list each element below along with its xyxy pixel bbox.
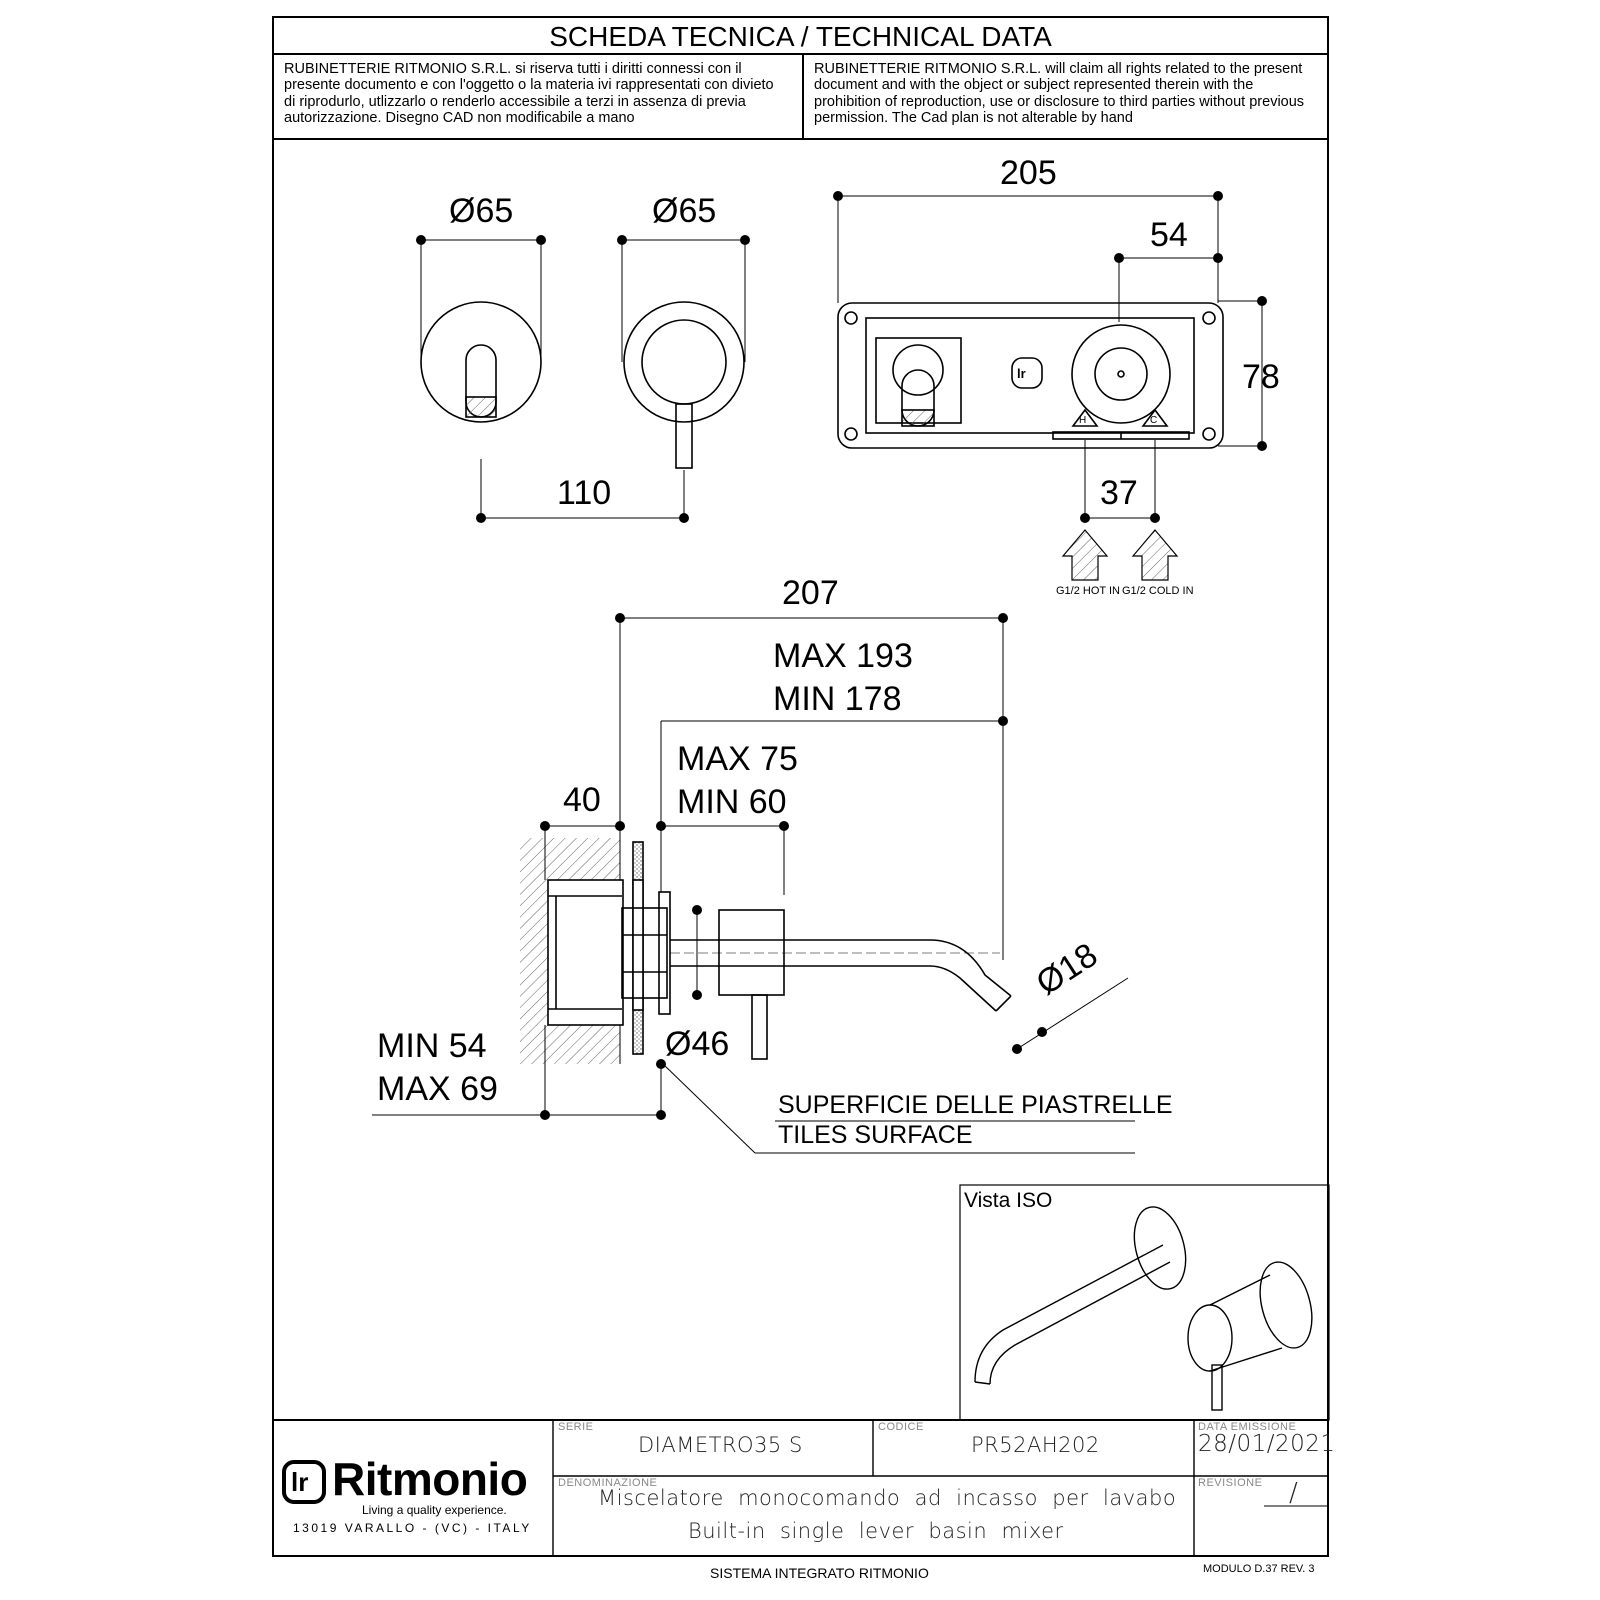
notice-en-line: document and with the object or subject … xyxy=(814,77,1254,94)
built-in-box xyxy=(837,302,1224,449)
dim-spout-length: 207 xyxy=(782,574,839,612)
dim-flange-diameter: Ø46 xyxy=(665,1025,729,1063)
notice-divider xyxy=(802,53,804,139)
dim-box-inner: 54 xyxy=(1150,216,1188,254)
denominazione-en: Built-in single lever basin mixer xyxy=(688,1519,1064,1543)
footer-module: MODULO D.37 REV. 3 xyxy=(1203,1563,1315,1575)
hot-inlet-label: G1/2 HOT IN xyxy=(1056,585,1120,597)
notice-english: RUBINETTERIE RITMONIO S.R.L. will claim … xyxy=(814,61,1324,127)
dim-spout-lever-spacing: 110 xyxy=(557,474,611,512)
dim-embed-max: MAX 69 xyxy=(377,1070,498,1108)
footer-system: SISTEMA INTEGRATO RITMONIO xyxy=(710,1565,929,1581)
iso-spout xyxy=(974,1206,1187,1385)
notice-it-line: di riprodurlo, utlizzarlo o renderlo acc… xyxy=(284,93,746,110)
iso-lever xyxy=(1187,1261,1313,1411)
dim-projection-max: MAX 193 xyxy=(773,637,913,675)
revisione-value: / xyxy=(1289,1478,1299,1508)
lever-front-view xyxy=(623,301,745,469)
dimension-dots xyxy=(416,191,1267,1120)
revisione-label: REVISIONE xyxy=(1198,1477,1263,1489)
tiles-label-en: TILES SURFACE xyxy=(778,1121,973,1149)
dim-box-width: 205 xyxy=(1000,154,1057,192)
dim-spout-diameter: Ø65 xyxy=(449,192,513,230)
codice-value: PR52AH202 xyxy=(971,1433,1100,1457)
sheet-title: SCHEDA TECNICA / TECHNICAL DATA xyxy=(549,21,1052,52)
header-divider xyxy=(272,53,1329,55)
dim-projection-min: MIN 178 xyxy=(773,680,902,718)
dim-lever-max: MAX 75 xyxy=(677,740,798,778)
data-emissione-value: 28/01/2021 xyxy=(1198,1431,1336,1457)
iso-view-label: Vista ISO xyxy=(964,1189,1052,1212)
notice-italian: RUBINETTERIE RITMONIO S.R.L. si riserva … xyxy=(284,61,794,127)
dim-box-height: 78 xyxy=(1242,358,1280,396)
spout-front-view xyxy=(420,301,542,423)
dim-box-depth: 40 xyxy=(563,781,601,819)
data-emissione-label: DATA EMISSIONE xyxy=(1198,1421,1297,1433)
denominazione-it: Miscelatore monocomando ad incasso per l… xyxy=(598,1486,1177,1510)
dim-embed-min: MIN 54 xyxy=(377,1027,487,1065)
notice-bottom-divider xyxy=(272,138,1329,140)
codice-label: CODICE xyxy=(878,1421,924,1433)
dim-lever-min: MIN 60 xyxy=(677,783,787,821)
notice-en-line: prohibition of reproduction, use or disc… xyxy=(814,93,1305,110)
hot-inlet-arrow xyxy=(1061,529,1109,581)
cold-mark: C xyxy=(1150,415,1157,426)
brand-address: 13019 VARALLO - (VC) - ITALY xyxy=(293,1521,532,1535)
box-logo-mark: lr xyxy=(1017,366,1026,381)
dim-inlet-spacing: 37 xyxy=(1100,474,1138,512)
cold-inlet-arrow xyxy=(1131,529,1179,581)
notice-en-line: RUBINETTERIE RITMONIO S.R.L. will claim … xyxy=(814,61,1303,77)
logo-mark-text: lr xyxy=(291,1467,309,1497)
cold-inlet-label: G1/2 COLD IN xyxy=(1122,585,1194,597)
dim-outlet-diameter: Ø18 xyxy=(1030,936,1105,1003)
notice-it-line: presente documento e con l'oggetto o la … xyxy=(284,77,774,94)
brand-tagline: Living a quality experience. xyxy=(362,1503,507,1517)
denominazione-label: DENOMINAZIONE xyxy=(558,1477,658,1489)
notice-it-line: autorizzazione. Disegno CAD non modifica… xyxy=(284,110,635,127)
notice-en-line: permission. The Cad plan is not alterabl… xyxy=(814,110,1133,127)
serie-value: DIAMETRO35 S xyxy=(638,1433,803,1457)
dim-lever-diameter: Ø65 xyxy=(652,192,716,230)
brand-name: Ritmonio xyxy=(332,1453,528,1505)
sheet-frame xyxy=(272,16,1329,1557)
hot-mark: H xyxy=(1079,415,1086,426)
notice-it-line: RUBINETTERIE RITMONIO S.R.L. si riserva … xyxy=(284,61,742,77)
tiles-label-it: SUPERFICIE DELLE PIASTRELLE xyxy=(778,1091,1173,1119)
serie-label: SERIE xyxy=(558,1421,594,1433)
ritmonio-logo-icon: lr xyxy=(282,1460,326,1504)
